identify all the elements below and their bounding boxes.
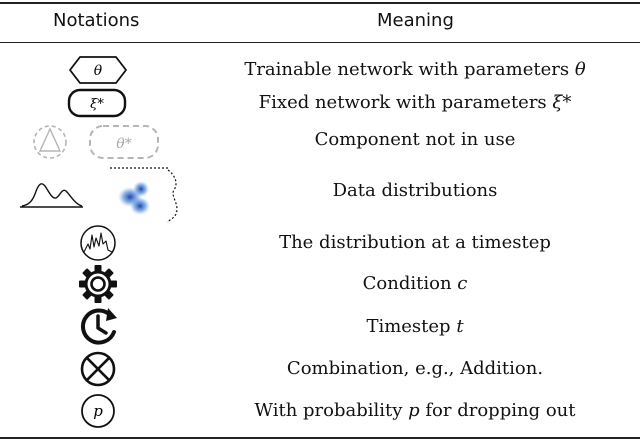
meaning-text: Combination, e.g., Addition. [286, 358, 544, 379]
meaning-text: Condition [362, 273, 458, 294]
meaning-suffix: for dropping out [419, 400, 576, 421]
probability-circle-icon: p [81, 394, 115, 428]
meaning-row-combination: Combination, e.g., Addition. [190, 358, 640, 380]
meaning-symbol: p [408, 400, 420, 421]
meaning-text: With probability [254, 400, 409, 421]
meaning-row-probability: With probability p for dropping out [190, 400, 640, 422]
meaning-symbol: c [457, 273, 468, 294]
combination-icon [80, 351, 116, 387]
component-not-in-use-icon: θ* [33, 125, 159, 159]
clock-icon [80, 308, 117, 345]
meaning-text: The distribution at a timestep [279, 232, 551, 253]
meaning-row-trainable: Trainable network with parameters θ [190, 59, 640, 81]
meaning-symbol: θ [574, 59, 586, 80]
fixed-symbol: ξ* [90, 97, 104, 112]
meaning-row-not-in-use: Component not in use [190, 129, 640, 151]
meaning-text: Timestep [366, 316, 457, 337]
meaning-text: Component not in use [314, 129, 516, 150]
meaning-text: Trainable network with parameters [244, 59, 575, 80]
meaning-symbol: t [456, 316, 464, 337]
trainable-symbol: θ [94, 63, 103, 79]
meaning-text: Data distributions [332, 180, 498, 201]
meaning-row-data-distributions: Data distributions [190, 180, 640, 202]
meaning-row-condition: Condition c [190, 273, 640, 295]
meaning-row-distribution-timestep: The distribution at a timestep [190, 232, 640, 254]
data-distribution-icon [20, 167, 178, 223]
notation-icons: θ ξ* θ* [20, 56, 178, 428]
table-header-rule [0, 42, 640, 43]
table-bottom-rule [0, 437, 640, 439]
meaning-symbol: ξ* [552, 92, 572, 113]
disabled-symbol: θ* [116, 136, 131, 152]
probability-symbol: p [93, 402, 103, 420]
fixed-network-icon: ξ* [67, 88, 127, 118]
gear-icon [79, 265, 117, 303]
table-top-rule [0, 2, 640, 4]
meaning-row-fixed: Fixed network with parameters ξ* [190, 92, 640, 114]
header-meaning: Meaning [377, 10, 454, 31]
distribution-timestep-icon [80, 225, 116, 261]
header-notations: Notations [53, 10, 140, 31]
meaning-row-timestep: Timestep t [190, 316, 640, 338]
trainable-network-icon: θ [69, 56, 127, 84]
meaning-text: Fixed network with parameters [258, 92, 553, 113]
